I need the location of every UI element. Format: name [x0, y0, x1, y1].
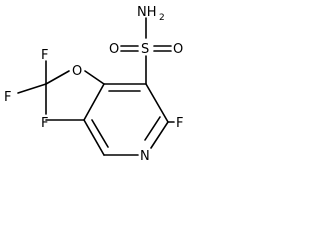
bond-c5-c6-inner — [91, 119, 109, 148]
bond-cf3-f-left — [17, 83, 47, 94]
atom-o-ether: O — [72, 64, 82, 79]
atom-nh2: NH — [137, 5, 157, 20]
bond-n-c2-inner — [144, 116, 161, 141]
atom-o-right: O — [173, 42, 183, 57]
atom-f-top: F — [41, 48, 48, 63]
bond-c4-c5 — [83, 83, 105, 121]
atom-f-left: F — [4, 90, 11, 105]
atom-n-ring: N — [140, 149, 150, 164]
bond-c2-c3 — [145, 83, 169, 123]
bond-o-cf3 — [45, 70, 70, 85]
atom-o-left: O — [109, 42, 119, 57]
molecule-svg: NH 2 S O O O F N F F F — [4, 5, 183, 164]
bond-n-c2 — [150, 121, 169, 149]
bond-c4-o — [84, 70, 105, 85]
bond-c5-c6 — [83, 119, 105, 156]
atom-f-bottom: F — [41, 116, 48, 131]
atom-f-ring: F — [176, 116, 183, 131]
atom-nh2-subscript: 2 — [159, 13, 165, 23]
atom-s: S — [141, 42, 149, 57]
structure-diagram: NH 2 S O O O F N F F F — [4, 5, 183, 164]
